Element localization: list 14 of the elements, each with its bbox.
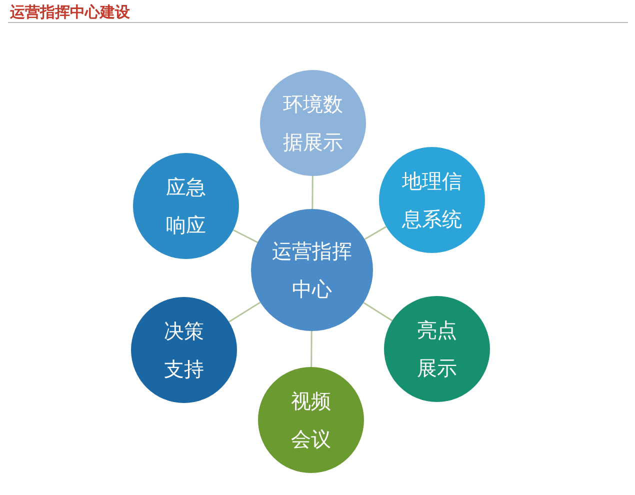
title: 运营指挥中心建设: [10, 3, 130, 22]
connector-line: [232, 229, 258, 244]
connector-line: [312, 176, 314, 209]
connector-line: [228, 302, 261, 323]
connector-line: [310, 331, 312, 367]
node-label: 应急响应: [165, 174, 207, 239]
node-label: 决策支持: [163, 318, 205, 383]
connector-line: [364, 226, 387, 240]
node-label: 运营指挥中心: [271, 238, 353, 303]
node-label: 亮点展示: [416, 317, 458, 382]
connector-line: [363, 302, 393, 322]
node-label: 视频会议: [290, 388, 332, 453]
node-label: 地理信息系统: [401, 168, 463, 233]
node-label: 环境数据展示: [282, 91, 344, 156]
